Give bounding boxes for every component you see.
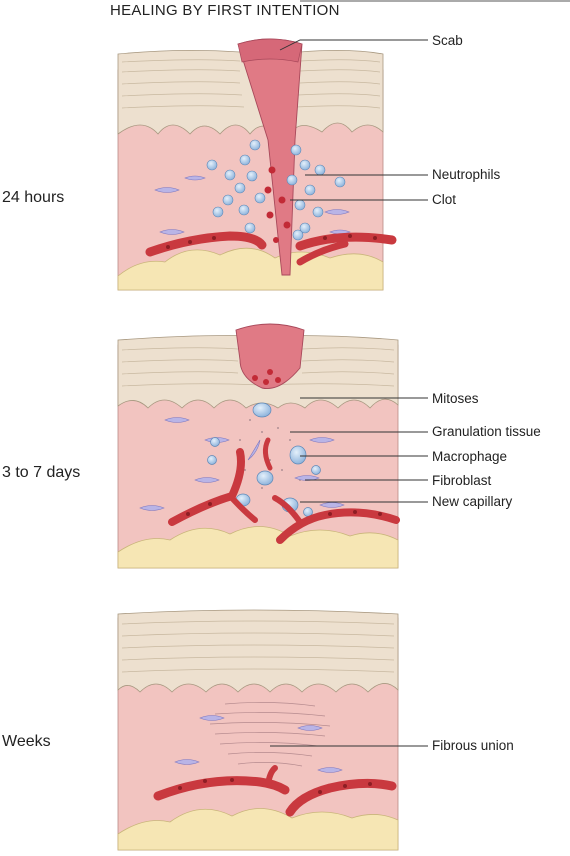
panel-3-to-7-days [117,323,428,569]
scab-top [237,38,303,63]
fibroblast-cells [174,715,343,773]
epidermis-texture [121,620,395,673]
epidermis-texture [121,59,381,109]
callout-neutrophils: Neutrophils [432,167,501,182]
epidermis [117,609,399,693]
stage-label-weeks: Weeks [2,733,51,750]
callout-clot: Clot [432,192,456,207]
fat-layer [117,808,399,851]
scab-red-cells [252,369,281,385]
vessel-cells [186,502,382,516]
panel-24-hours [117,38,428,291]
callout-fibroblast: Fibroblast [432,473,492,488]
fibrous-union [209,702,331,767]
new-capillaries [168,437,400,544]
blood-vessels [153,765,397,817]
macrophages [207,402,321,517]
stage-label-3-to-7-days: 3 to 7 days [2,464,80,481]
scab [235,323,305,390]
callout-macrophage: Macrophage [432,449,507,464]
callout-fibrous-union: Fibrous union [432,738,514,753]
fat-layer [117,247,384,291]
callout-granulation-tissue: Granulation tissue [432,424,541,439]
panel-weeks [117,609,428,851]
stage-label-24-hours: 24 hours [2,189,64,206]
callout-scab: Scab [432,33,463,48]
blood-vessels [145,231,397,266]
neutrophils [206,139,346,241]
callout-mitoses: Mitoses [432,391,479,406]
vessel-cells [166,234,377,249]
fibroblast-cells [154,175,351,235]
clot-red-cells [264,166,291,243]
callout-new-capillary: New capillary [432,494,513,509]
fat-layer [117,526,399,569]
vessel-cells [178,778,372,794]
figure-title: HEALING BY FIRST INTENTION [110,2,340,19]
